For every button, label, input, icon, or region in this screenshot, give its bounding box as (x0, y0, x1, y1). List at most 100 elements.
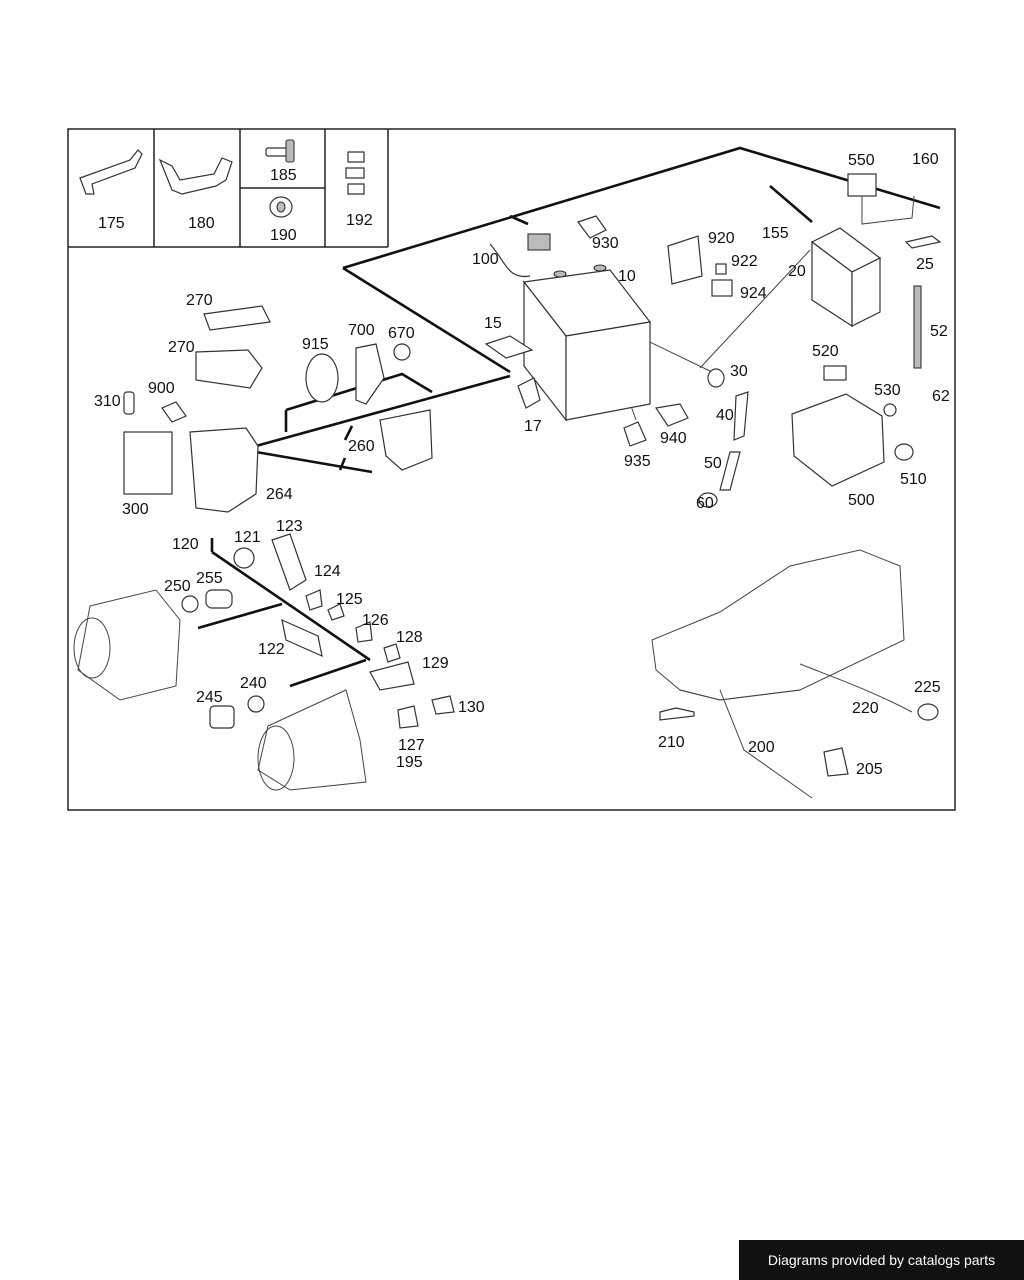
callout-15: 15 (484, 315, 502, 332)
callout-10: 10 (618, 268, 636, 285)
sensor-700-icon (355, 343, 385, 405)
clip-205-icon (823, 747, 849, 777)
callout-40: 40 (716, 407, 734, 424)
callout-25: 25 (916, 256, 934, 273)
callout-300: 300 (122, 501, 149, 518)
callout-530: 530 (874, 382, 901, 399)
tag-900-icon (161, 401, 187, 423)
hose-40-50-icon (698, 391, 749, 508)
aux-battery-icon (810, 227, 882, 328)
spacer-310-icon (123, 391, 135, 415)
grommet-190-icon (269, 196, 293, 218)
cap-255-icon (205, 589, 233, 609)
clip-17-icon (517, 377, 541, 409)
callout-900: 900 (148, 380, 175, 397)
tag-935-icon (623, 421, 647, 447)
cover-260-icon (379, 409, 433, 471)
callout-935: 935 (624, 453, 651, 470)
bracket-920-icon (667, 235, 733, 297)
cable-100-icon (489, 233, 551, 278)
callout-124: 124 (314, 563, 341, 580)
callout-915: 915 (302, 336, 329, 353)
callout-195: 195 (396, 754, 423, 771)
callout-160: 160 (912, 151, 939, 168)
leader-lines (197, 146, 941, 688)
clip-127-icon (397, 705, 419, 729)
callout-130: 130 (458, 699, 485, 716)
callout-250: 250 (164, 578, 191, 595)
callout-120: 120 (172, 536, 199, 553)
callout-190: 190 (270, 227, 297, 244)
callout-175: 175 (98, 215, 125, 232)
callout-225: 225 (914, 679, 941, 696)
pad-15-icon (484, 335, 534, 359)
header-cells (68, 129, 389, 248)
callout-62: 62 (932, 388, 950, 405)
callout-121: 121 (234, 529, 261, 546)
callout-520: 520 (812, 343, 839, 360)
clip-940-icon (654, 403, 689, 427)
callout-924: 924 (740, 285, 767, 302)
transmission-icon (651, 549, 905, 701)
callout-20: 20 (788, 263, 806, 280)
callout-930: 930 (592, 235, 619, 252)
bracket-270-icon (195, 349, 263, 389)
module-264-icon (189, 427, 259, 513)
callout-155: 155 (762, 225, 789, 242)
callout-700: 700 (348, 322, 375, 339)
plug-121-icon (233, 547, 255, 569)
control-unit-300-icon (123, 431, 173, 495)
callout-200: 200 (748, 739, 775, 756)
callout-185: 185 (270, 167, 297, 184)
cap-245-icon (209, 705, 235, 729)
bracket-180-icon (158, 157, 233, 195)
cover-123-icon (271, 533, 307, 591)
starter-outline-icon (257, 689, 367, 791)
callout-310: 310 (94, 393, 121, 410)
callout-17: 17 (524, 418, 542, 435)
callout-50: 50 (704, 455, 722, 472)
callout-922: 922 (731, 253, 758, 270)
callout-125: 125 (336, 591, 363, 608)
tag-930-icon (577, 215, 607, 239)
callout-labels: 175 180 185 190 192 100 930 10 920 922 9… (94, 151, 950, 778)
callout-245: 245 (196, 689, 223, 706)
callout-100: 100 (472, 251, 499, 268)
clip-126-icon (355, 621, 373, 643)
grommet-30-icon (707, 368, 725, 388)
callout-255: 255 (196, 570, 223, 587)
callout-126: 126 (362, 612, 389, 629)
battery-tray-icon (791, 365, 914, 487)
actuator-915-icon (305, 353, 339, 403)
boot-122-icon (281, 618, 323, 658)
callout-550: 550 (848, 152, 875, 169)
alternator-outline-icon (73, 589, 181, 701)
callout-123: 123 (276, 518, 303, 535)
callout-220: 220 (852, 700, 879, 717)
bracket-175-icon (79, 149, 143, 195)
callout-500: 500 (848, 492, 875, 509)
callout-128: 128 (396, 629, 423, 646)
nut-240-icon (247, 695, 265, 713)
hose-220-icon (799, 663, 913, 713)
clip-129-icon (369, 661, 415, 691)
battery-icon (522, 264, 652, 422)
callout-940: 940 (660, 430, 687, 447)
bolt-185-icon (265, 139, 295, 163)
nut-250-icon (181, 595, 199, 613)
callout-270-top: 270 (186, 292, 213, 309)
credit-banner: Diagrams provided by catalogs parts (739, 1240, 1024, 1280)
callout-260: 260 (348, 438, 375, 455)
clip-128-icon (383, 643, 401, 663)
callout-205: 205 (856, 761, 883, 778)
rod-52-icon (913, 285, 922, 369)
clip-130-icon (431, 695, 455, 715)
clip-192-icon (345, 151, 365, 195)
callout-270: 270 (168, 339, 195, 356)
callout-30: 30 (730, 363, 748, 380)
relay-550-icon (847, 173, 915, 225)
callout-180: 180 (188, 215, 215, 232)
callout-920: 920 (708, 230, 735, 247)
nut-670-icon (393, 343, 411, 361)
